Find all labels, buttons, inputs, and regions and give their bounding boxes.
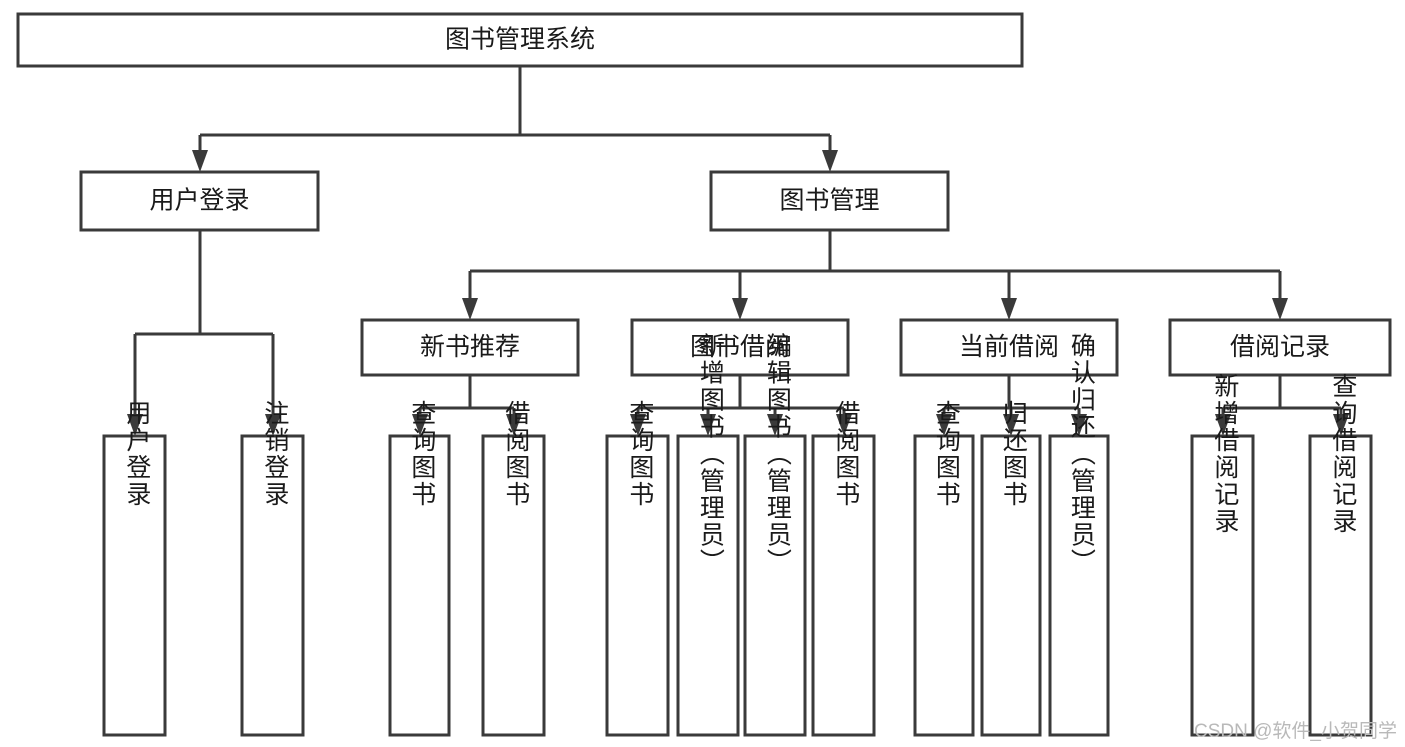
arrow-head-icon [1003,414,1019,436]
arrow-head-icon [822,150,838,172]
node-leaf-edit-book[interactable]: 编辑图书（管理员） [743,333,807,737]
node-leaf-logout[interactable]: 注销登录 [240,400,305,737]
node-box [811,434,876,737]
node-label: 借阅图书 [502,400,531,508]
node-box [481,434,546,737]
node-label: 查询图书 [408,400,437,508]
node-label: 用户登录 [149,187,249,215]
csdn-watermark: CSDN @软件_小贺同学 [1194,721,1397,742]
arrow-head-icon [412,414,428,436]
node-box [676,434,740,737]
node-leaf-confirm-return[interactable]: 确认归还（管理员） [1048,333,1110,737]
node-label: 确认归还（管理员） [1067,333,1096,576]
node-leaf-user-login[interactable]: 用户登录 [102,400,167,737]
node-label: 编辑图书（管理员） [763,333,792,576]
arrow-head-icon [1071,414,1087,436]
node-label: 新增借阅记录 [1211,373,1240,535]
node-box [899,318,1119,377]
node-label: 归还图书 [999,400,1028,508]
arrow-head-icon [192,150,208,172]
node-box [605,434,670,737]
node-leaf-query-book-current[interactable]: 查询图书 [913,400,975,737]
node-box [16,12,1024,68]
node-current-borrow[interactable]: 当前借阅 [899,318,1119,377]
node-label: 查询借阅记录 [1329,373,1358,535]
node-layer: 图书管理系统用户登录图书管理新书推荐图书借阅当前借阅借阅记录用户登录注销登录查询… [16,12,1392,737]
arrow-head-icon [630,414,646,436]
node-leaf-query-book-rec[interactable]: 查询图书 [388,400,451,737]
node-box [630,318,850,377]
node-label: 注销登录 [261,400,290,508]
arrow-head-icon [127,414,143,436]
arrow-head-icon [506,414,522,436]
arrow-head-icon [1272,298,1288,320]
node-label: 新增图书（管理员） [696,333,725,576]
node-label: 借阅图书 [832,400,861,508]
node-box [709,170,950,232]
arrow-head-icon [732,298,748,320]
arrow-head-icon [936,414,952,436]
node-box [1308,434,1373,737]
node-book-borrow[interactable]: 图书借阅 [630,318,850,377]
node-leaf-borrow-book-rec[interactable]: 借阅图书 [481,400,546,737]
arrow-head-icon [462,298,478,320]
node-user-login[interactable]: 用户登录 [79,170,320,232]
node-label: 借阅记录 [1230,333,1330,361]
node-leaf-return-book[interactable]: 归还图书 [980,400,1042,737]
node-leaf-query-record[interactable]: 查询借阅记录 [1308,373,1373,737]
node-book-management[interactable]: 图书管理 [709,170,950,232]
node-box [913,434,975,737]
node-box [388,434,451,737]
node-label: 用户登录 [123,400,152,508]
node-box [743,434,807,737]
arrow-head-icon [1001,298,1017,320]
node-box [102,434,167,737]
arrow-head-icon [1333,414,1349,436]
node-leaf-borrow-book[interactable]: 借阅图书 [811,400,876,737]
node-label: 查询图书 [626,400,655,508]
node-label: 图书管理系统 [445,26,595,54]
node-box [980,434,1042,737]
node-box [360,318,580,377]
arrow-head-icon [1215,414,1231,436]
connector-layer [127,66,1349,436]
node-root[interactable]: 图书管理系统 [16,12,1024,68]
node-box [1048,434,1110,737]
node-leaf-query-book-borrow[interactable]: 查询图书 [605,400,670,737]
node-box [79,170,320,232]
node-box [1168,318,1392,377]
arrow-head-icon [767,414,783,436]
arrow-head-icon [700,414,716,436]
node-label: 当前借阅 [959,333,1059,361]
node-leaf-add-record[interactable]: 新增借阅记录 [1190,373,1255,737]
node-new-book-recommend[interactable]: 新书推荐 [360,318,580,377]
arrow-head-icon [265,414,281,436]
node-label: 新书推荐 [420,333,520,361]
node-box [240,434,305,737]
node-box [1190,434,1255,737]
node-label: 图书借阅 [690,333,790,361]
arrow-head-icon [836,414,852,436]
node-label: 图书管理 [779,187,879,215]
node-leaf-add-book[interactable]: 新增图书（管理员） [676,333,740,737]
node-borrow-record[interactable]: 借阅记录 [1168,318,1392,377]
node-label: 查询图书 [932,400,961,508]
